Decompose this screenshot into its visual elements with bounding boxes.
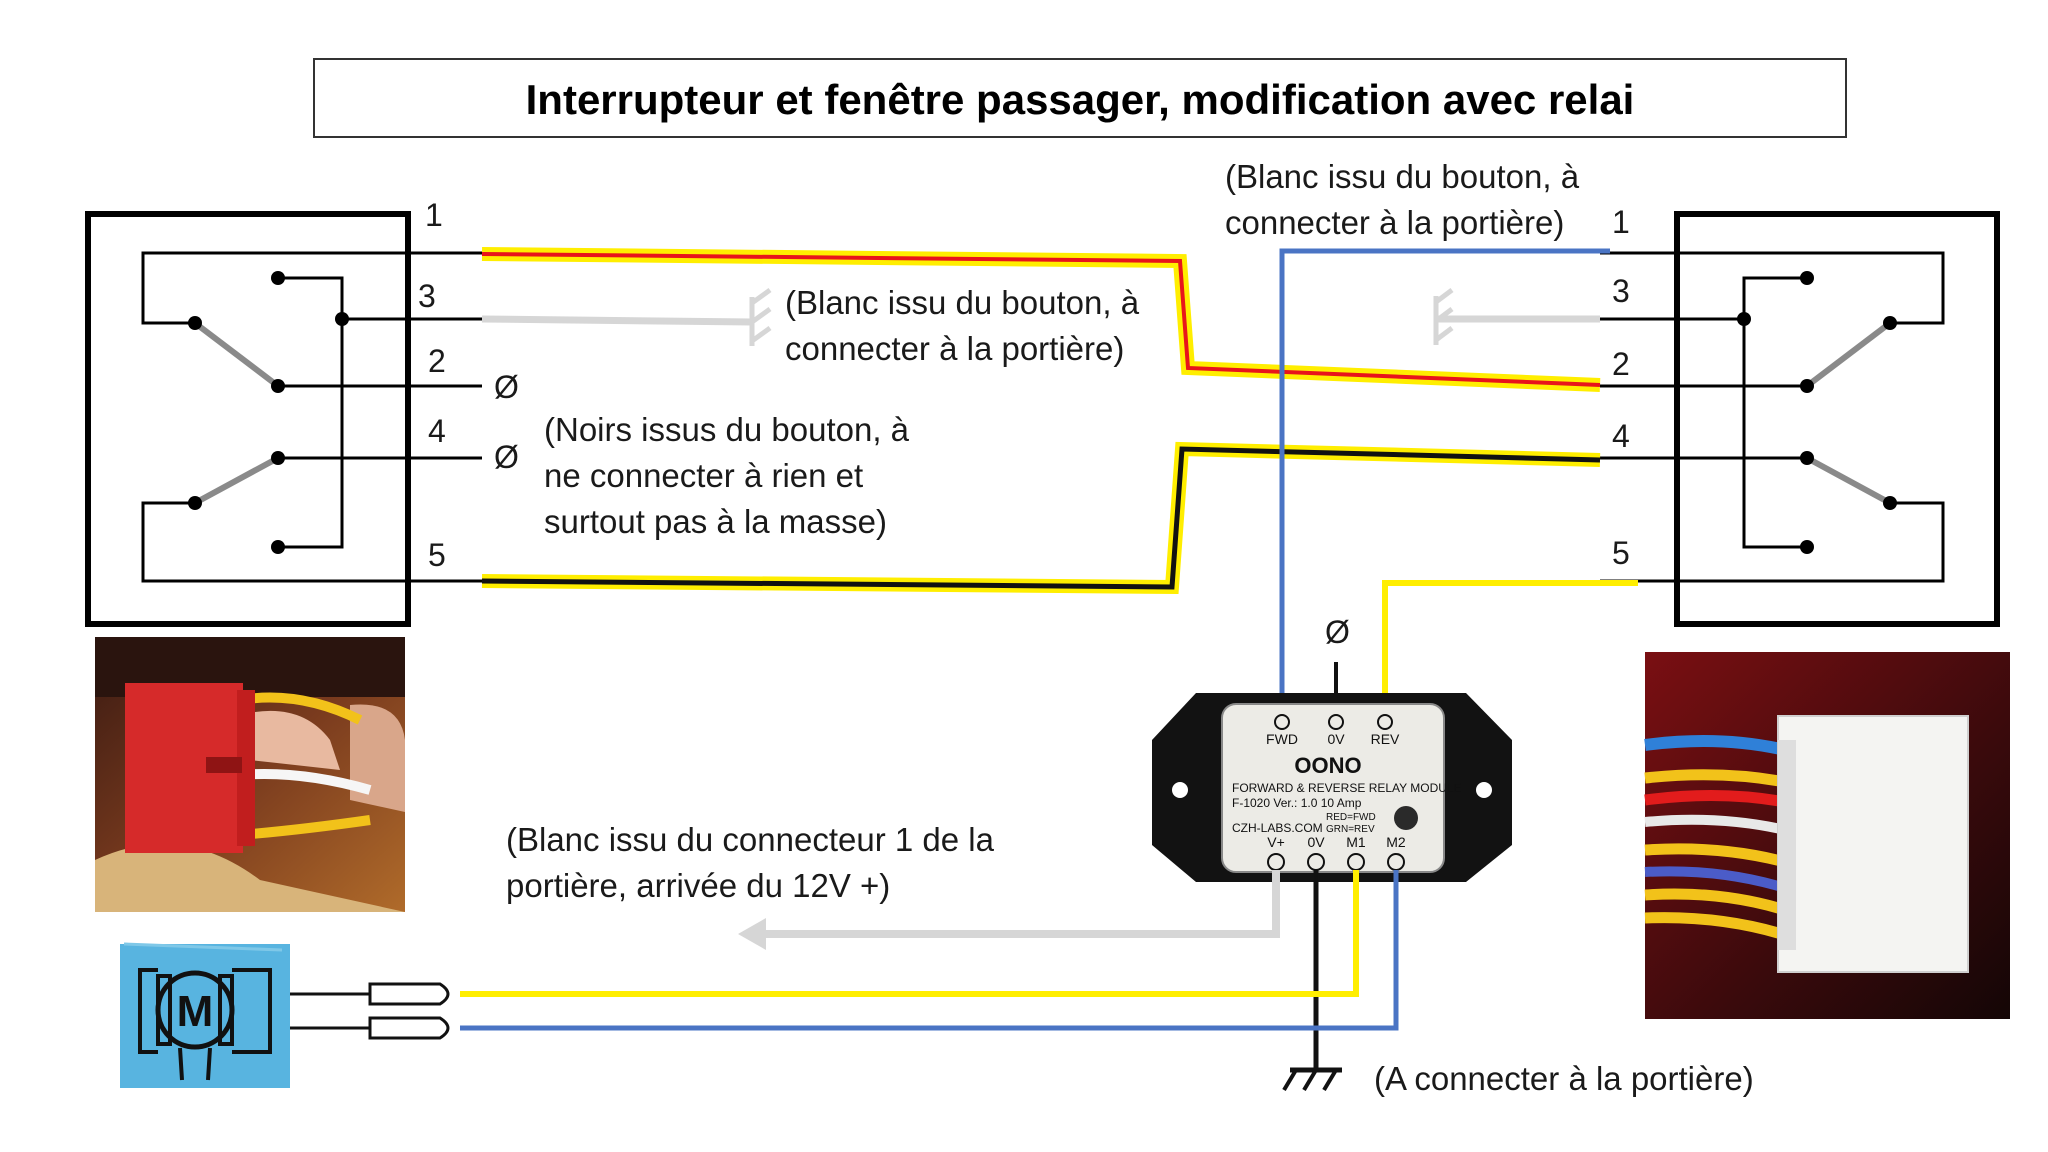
note-connector: (Blanc issu du connecteur 1 de la portiè… <box>506 821 1003 904</box>
relay-line-1: FORWARD & REVERSE RELAY MODULE <box>1232 781 1462 795</box>
relay-terminal-fwd: FWD <box>1266 731 1298 747</box>
relay-line-2: F-1020 Ver.: 1.0 10 Amp <box>1232 796 1362 810</box>
right-pin-2: 2 <box>1612 346 1630 382</box>
motor-symbol: M <box>120 942 450 1088</box>
right-switch: 1 3 2 4 5 <box>1600 204 2000 627</box>
left-pin-5: 5 <box>428 537 446 573</box>
left-pin-1: 1 <box>425 197 443 233</box>
left-pin-3: 3 <box>418 278 436 314</box>
photo-left-connector <box>95 637 405 912</box>
wire-blue-m2 <box>460 870 1399 1031</box>
right-pin-5: 5 <box>1612 535 1630 571</box>
relay-terminal-rev: REV <box>1371 731 1400 747</box>
relay-brand: OONO <box>1294 753 1361 778</box>
right-pin-4: 4 <box>1612 418 1630 454</box>
photo-right-connector <box>1644 652 2010 1019</box>
relay-null-symbol: Ø <box>1325 614 1350 650</box>
wire-black-yellow <box>481 441 1601 595</box>
wire-white-right <box>1433 288 1600 345</box>
relay-module: FWD 0V REV OONO FORWARD & REVERSE RELAY … <box>1152 693 1512 882</box>
wire-blue-fwd <box>1279 248 1610 718</box>
motor-letter: M <box>177 987 214 1036</box>
wire-red-yellow <box>481 247 1601 392</box>
left-pin-4: 4 <box>428 413 446 449</box>
relay-terminal-0v-bottom: 0V <box>1307 834 1325 850</box>
note-top-right: (Blanc issu du bouton, à connecter à la … <box>1225 158 1588 241</box>
note-black-line-1: (Noirs issus du bouton, à <box>544 411 910 448</box>
left-null-4: Ø <box>494 439 519 475</box>
relay-line-4: GRN=REV <box>1326 824 1375 835</box>
right-pin-3: 3 <box>1612 273 1630 309</box>
wire-white-left <box>481 287 772 346</box>
note-connector-line-2: portière, arrivée du 12V +) <box>506 867 890 904</box>
relay-terminal-m2: M2 <box>1386 834 1406 850</box>
title-box: Interrupteur et fenêtre passager, modifi… <box>313 58 1847 138</box>
relay-terminal-0v-top: 0V <box>1327 731 1345 747</box>
note-middle-line-1: (Blanc issu du bouton, à <box>785 284 1140 321</box>
note-black-wires: (Noirs issus du bouton, à ne connecter à… <box>544 411 918 540</box>
wire-yellow-m1 <box>460 870 1359 997</box>
left-null-2: Ø <box>494 369 519 405</box>
wire-yellow-rev <box>1382 580 1638 718</box>
relay-line-3: RED=FWD <box>1326 812 1376 823</box>
note-black-line-2: ne connecter à rien et <box>544 457 863 494</box>
relay-terminal-vplus: V+ <box>1267 834 1285 850</box>
note-top-right-line-2: connecter à la portière) <box>1225 204 1564 241</box>
note-middle-line-2: connecter à la portière) <box>785 330 1124 367</box>
note-top-right-line-1: (Blanc issu du bouton, à <box>1225 158 1580 195</box>
relay-terminal-m1: M1 <box>1346 834 1366 850</box>
relay-site: CZH-LABS.COM <box>1232 821 1323 835</box>
page-title: Interrupteur et fenêtre passager, modifi… <box>526 76 1635 123</box>
note-ground: (A connecter à la portière) <box>1374 1060 1754 1097</box>
note-black-line-3: surtout pas à la masse) <box>544 503 887 540</box>
relay-led <box>1394 806 1418 830</box>
right-pin-1: 1 <box>1612 204 1630 240</box>
note-middle: (Blanc issu du bouton, à connecter à la … <box>785 284 1148 367</box>
left-switch: 1 3 2 4 5 Ø Ø <box>85 197 519 627</box>
wire-white-vplus <box>738 870 1280 950</box>
left-pin-2: 2 <box>428 343 446 379</box>
wire-black-ground <box>1282 870 1342 1092</box>
note-connector-line-1: (Blanc issu du connecteur 1 de la <box>506 821 995 858</box>
